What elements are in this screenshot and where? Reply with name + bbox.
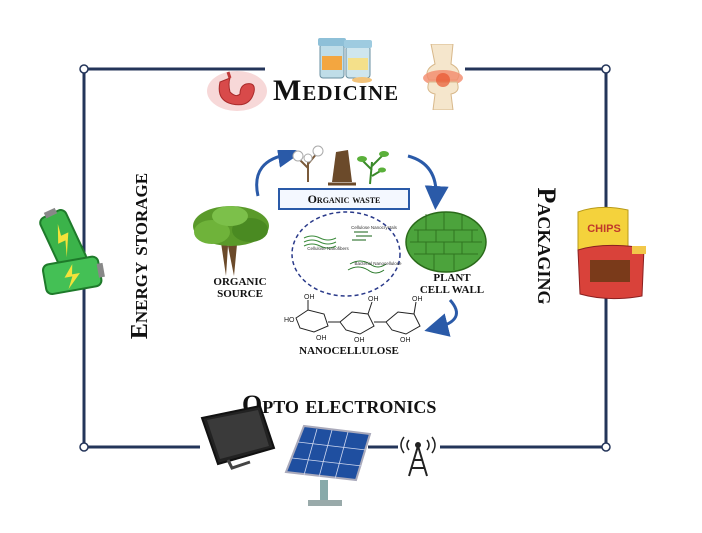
cotton-plant-icon: [292, 145, 389, 186]
mol-label-2: OH: [316, 335, 327, 342]
title-energy-storage: Energy storage: [127, 172, 153, 340]
organic-source-line1: ORGANIC: [213, 276, 267, 288]
nanocellulose-label: NANOCELLULOSE: [299, 345, 399, 357]
frame-node-tr: [601, 64, 611, 74]
mol-label-6: OH: [400, 337, 411, 342]
cellulose-molecule-icon: HO OH OH OH OH OH OH: [284, 294, 423, 342]
title-packaging: Packaging: [532, 187, 561, 305]
nanocellulose-circle-icon: [291, 211, 401, 297]
cellulose-nanofibers-label: Cellulose Nanofibers: [307, 246, 349, 251]
cellulose-nanocrystals-label: Cellulose Nanocrystals: [351, 225, 397, 230]
chips-text: CHIPS: [587, 223, 621, 235]
cell-wall-icon: [405, 211, 487, 273]
frame-node-tl: [79, 64, 89, 74]
organic-source-line2: SOURCE: [217, 288, 263, 301]
mol-label-5: OH: [412, 296, 423, 303]
frame-node-br: [601, 442, 611, 452]
mol-label-4: OH: [354, 337, 365, 342]
cycle-arrows: [255, 150, 458, 337]
battery-icon: [39, 207, 105, 296]
mol-label-1: OH: [304, 294, 315, 301]
title-medicine: Medicine: [273, 74, 400, 107]
chips-package-icon: CHIPS: [577, 206, 646, 300]
stomach-icon: [207, 71, 267, 111]
bacterial-nanocellulose-label: Bacterial Nanocellulose: [354, 261, 402, 266]
antenna-tower-icon: [400, 436, 436, 477]
plant-cell-wall-line2: CELL WALL: [419, 284, 485, 297]
plant-cell-wall-label: PLANT CELL WALL: [410, 272, 494, 296]
knee-joint-icon: [423, 44, 463, 110]
frame-node-bl: [79, 442, 89, 452]
tree-icon: [193, 206, 269, 276]
tv-screen-icon: [200, 404, 276, 470]
plant-cell-wall-line1: PLANT: [433, 272, 471, 284]
solar-panel-icon: [284, 424, 372, 506]
pill-bottles-icon: [318, 38, 372, 83]
mol-label-0: HO: [284, 317, 295, 324]
organic-waste-label: Organic waste: [278, 188, 410, 210]
organic-source-label: ORGANIC SOURCE: [198, 276, 282, 300]
mol-label-3: OH: [368, 296, 379, 303]
title-opto-electronics: Opto electronics: [242, 390, 437, 419]
